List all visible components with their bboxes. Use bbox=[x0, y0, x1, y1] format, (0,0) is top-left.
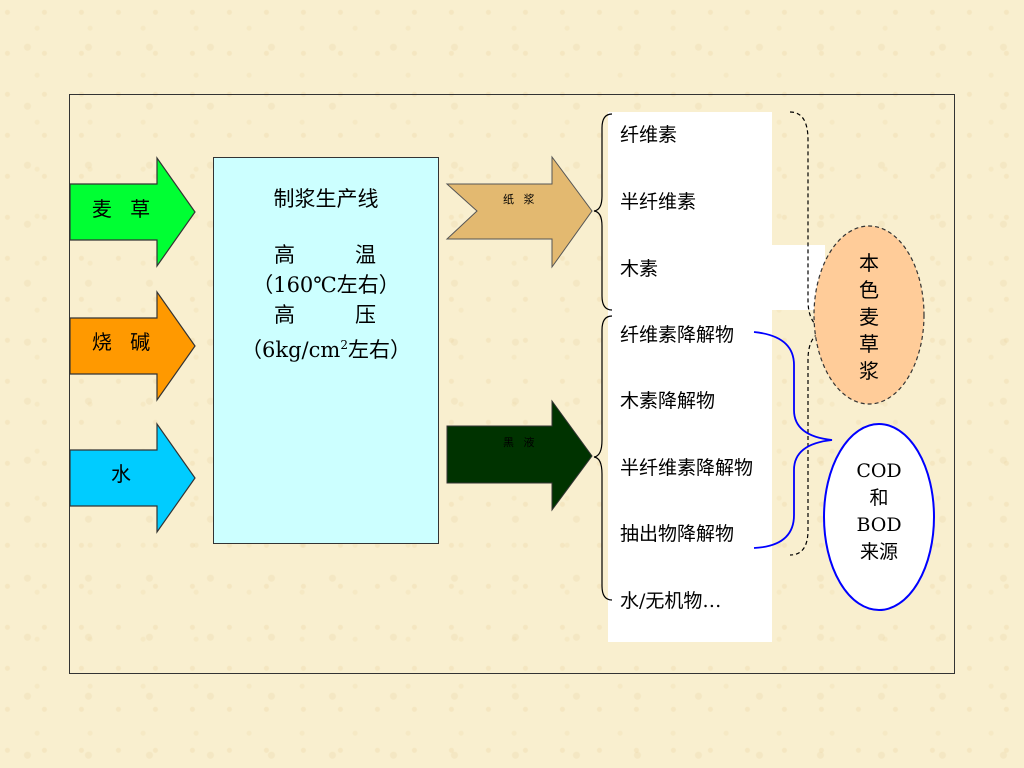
press-suffix: 左右） bbox=[347, 338, 411, 362]
cod-bod-text: COD 和 BOD 来源 bbox=[839, 458, 919, 566]
diagram-frame bbox=[69, 94, 955, 674]
output-arrow-black-liquor bbox=[446, 399, 593, 512]
input-arrow-water bbox=[69, 422, 196, 534]
temp-value: （160℃左右） bbox=[252, 273, 400, 297]
oval-cod-bod bbox=[823, 423, 935, 611]
press-sup: 2 bbox=[340, 338, 348, 352]
cod-bod-line: 来源 bbox=[859, 541, 898, 563]
press-prefix: （6kg/cm bbox=[241, 338, 341, 362]
oval-color-source bbox=[813, 225, 925, 405]
output-label-black-liquor: 黑 液 bbox=[503, 436, 538, 449]
component-item: 半纤维素降解物 bbox=[620, 457, 754, 479]
component-item: 木素降解物 bbox=[620, 390, 716, 412]
high-temp-left: 高 bbox=[274, 243, 297, 267]
components-panel bbox=[608, 112, 772, 642]
brace-black-liquor-components bbox=[593, 315, 613, 601]
input-label-water: 水 bbox=[111, 462, 137, 486]
high-press-left: 高 bbox=[274, 303, 297, 327]
cod-bod-line: BOD bbox=[856, 514, 902, 536]
input-label-wheat-straw: 麦 草 bbox=[91, 197, 157, 221]
input-arrow-wheat-straw bbox=[69, 156, 196, 268]
high-press-right: 压 bbox=[355, 303, 378, 327]
component-item: 水/无机物… bbox=[620, 590, 722, 612]
press-value: （6kg/cm2左右） bbox=[214, 330, 438, 365]
component-item: 抽出物降解物 bbox=[620, 523, 735, 545]
color-source-char: 浆 bbox=[859, 359, 879, 383]
production-line-box: 制浆生产线 高温 （160℃左右） 高压 （6kg/cm2左右） bbox=[213, 157, 439, 544]
blue-brace-cod-bod bbox=[753, 331, 833, 549]
color-source-char: 麦 bbox=[859, 305, 879, 329]
output-arrow-pulp bbox=[445, 155, 593, 269]
component-item: 半纤维素 bbox=[620, 191, 697, 213]
color-source-char: 草 bbox=[859, 332, 879, 356]
input-label-caustic-soda: 烧 碱 bbox=[91, 330, 157, 354]
input-arrow-caustic-soda bbox=[69, 290, 196, 402]
component-item: 纤维素降解物 bbox=[620, 324, 735, 346]
color-source-char: 色 bbox=[859, 278, 879, 302]
cod-bod-line: COD bbox=[856, 460, 902, 482]
production-line-title: 制浆生产线 bbox=[273, 187, 379, 211]
high-temp-right: 温 bbox=[355, 243, 378, 267]
high-press-row: 高压 bbox=[214, 300, 438, 330]
brace-pulp-components bbox=[593, 113, 613, 311]
color-source-char: 本 bbox=[859, 251, 879, 275]
color-source-text: 本 色 麦 草 浆 bbox=[849, 250, 889, 385]
cod-bod-line: 和 bbox=[869, 487, 889, 509]
output-label-pulp: 纸 浆 bbox=[503, 193, 538, 206]
high-temp-row: 高温 bbox=[214, 240, 438, 270]
component-item: 纤维素 bbox=[620, 124, 678, 146]
component-item: 木素 bbox=[620, 258, 659, 280]
